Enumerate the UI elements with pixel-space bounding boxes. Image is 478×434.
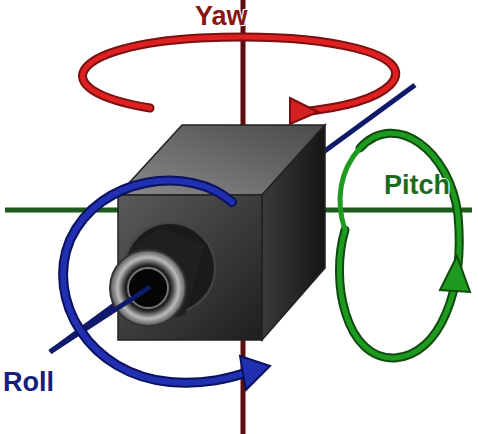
yaw-arrow	[83, 37, 396, 112]
pitch-arrow-end	[340, 148, 360, 230]
pitch-arrow	[339, 133, 459, 358]
roll-arrow	[63, 181, 248, 383]
yaw-arrowhead	[290, 98, 318, 124]
camera-side	[262, 125, 325, 340]
roll-axis	[50, 85, 415, 352]
pitch-arrow	[339, 133, 459, 358]
roll-arrow	[63, 181, 248, 383]
yaw-arrow	[83, 37, 396, 112]
pitch-arrowhead	[440, 256, 470, 292]
roll-arrowhead	[240, 356, 270, 390]
axis-label: Yaw	[195, 3, 248, 30]
axis-label: Roll	[3, 369, 54, 396]
axis-label: Pitch	[384, 172, 450, 199]
